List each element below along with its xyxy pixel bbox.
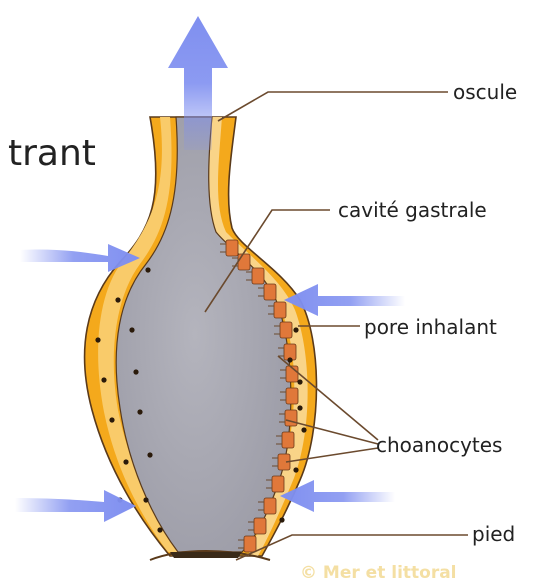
- label-cavite-gastrale: cavité gastrale: [338, 198, 487, 222]
- wall-dot: [297, 405, 302, 410]
- wall-dot: [293, 467, 298, 472]
- wall-dot: [293, 327, 298, 332]
- wall-dot: [301, 427, 306, 432]
- choanocyte-cell: [264, 498, 276, 514]
- wall-dot: [129, 327, 134, 332]
- wall-dot: [101, 377, 106, 382]
- wall-dot: [157, 527, 162, 532]
- wall-dot: [123, 459, 128, 464]
- wall-dot: [297, 379, 302, 384]
- choanocyte-cell: [274, 302, 286, 318]
- choanocyte-cell: [264, 284, 276, 300]
- wall-dot: [147, 452, 152, 457]
- choanocyte-cell: [252, 268, 264, 284]
- label-pied: pied: [472, 522, 515, 546]
- choanocyte-cell: [238, 254, 250, 270]
- leader-oscule: [218, 92, 448, 121]
- fragment-text: trant: [8, 133, 96, 174]
- label-pore-inhalant: pore inhalant: [364, 315, 497, 339]
- wall-dot: [287, 357, 292, 362]
- wall-dot: [137, 409, 142, 414]
- wall-dot: [145, 267, 150, 272]
- choanocyte-cell: [282, 432, 294, 448]
- base-shadow: [170, 552, 242, 558]
- choanocyte-cell: [272, 476, 284, 492]
- watermark: © Mer et littoral: [300, 563, 457, 583]
- wall-dot: [115, 297, 120, 302]
- choanocyte-cell: [280, 322, 292, 338]
- label-choanocytes: choanocytes: [376, 433, 502, 457]
- wall-dot: [279, 517, 284, 522]
- wall-dot: [109, 417, 114, 422]
- choanocyte-cell: [254, 518, 266, 534]
- label-oscule: oscule: [453, 80, 517, 104]
- choanocyte-cell: [285, 410, 297, 426]
- wall-dot: [143, 497, 148, 502]
- wall-dot: [95, 337, 100, 342]
- wall-dot: [133, 369, 138, 374]
- gastral-cavity: [116, 117, 291, 552]
- inflow-arrow-left-bottom: [15, 490, 136, 522]
- choanocyte-cell: [244, 536, 256, 552]
- choanocyte-cell: [286, 388, 298, 404]
- choanocyte-cell: [226, 240, 238, 256]
